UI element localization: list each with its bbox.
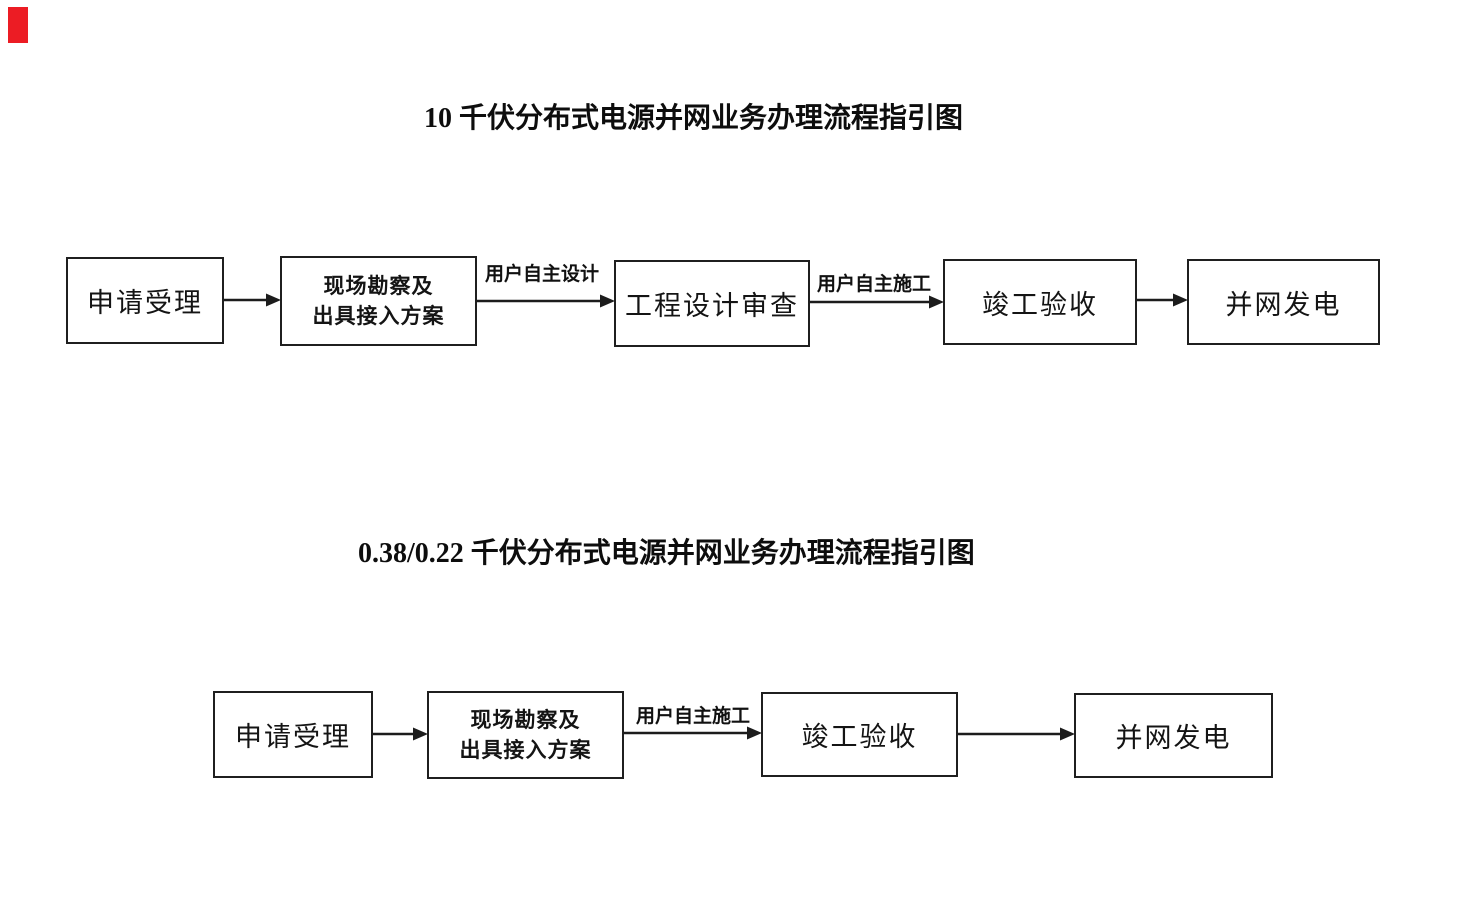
d1-arrow-survey-to-design-review [477, 294, 615, 308]
d2-node-site-survey-access-plan: 现场勘察及 出具接入方案 [427, 691, 624, 779]
d1-node-grid-connected-generation: 并网发电 [1187, 259, 1380, 345]
d1-arrow-completion-to-generation [1137, 293, 1188, 307]
d1-node-completion-acceptance: 竣工验收 [943, 259, 1137, 345]
d2-arrow-completion-to-generation [958, 727, 1075, 741]
d1-node-grid-connected-generation-label: 并网发电 [1225, 289, 1342, 320]
d2-node-site-survey-access-plan-label: 现场勘察及 出具接入方案 [459, 707, 592, 762]
d1-node-site-survey-access-plan-label: 现场勘察及 出具接入方案 [312, 273, 445, 328]
d1-node-application-acceptance-label: 申请受理 [87, 288, 203, 318]
d2-node-grid-connected-generation: 并网发电 [1074, 693, 1273, 778]
d2-node-application-acceptance-label: 申请受理 [235, 722, 351, 752]
d1-edge-label-user-self-design: 用户自主设计 [485, 263, 600, 285]
d2-edge-label-user-self-construction: 用户自主施工 [636, 705, 751, 727]
d1-node-engineering-design-review: 工程设计审查 [614, 260, 810, 347]
d2-arrow-acceptance-to-survey [373, 727, 428, 741]
d1-node-completion-acceptance-label: 竣工验收 [982, 289, 1098, 320]
d2-node-completion-acceptance: 竣工验收 [761, 692, 958, 777]
d1-node-site-survey-access-plan: 现场勘察及 出具接入方案 [280, 256, 477, 346]
d1-edge-label-user-self-construction: 用户自主施工 [817, 273, 932, 295]
d1-node-application-acceptance: 申请受理 [66, 257, 224, 344]
d2-arrow-survey-to-completion [624, 726, 762, 740]
diagram1-title: 10 千伏分布式电源并网业务办理流程指引图 [424, 103, 964, 134]
corner-red-mark [8, 7, 28, 43]
d1-arrow-acceptance-to-survey [224, 293, 281, 307]
d1-arrow-design-review-to-completion [810, 295, 944, 309]
diagram2-title: 0.38/0.22 千伏分布式电源并网业务办理流程指引图 [358, 538, 975, 569]
d2-node-grid-connected-generation-label: 并网发电 [1115, 723, 1232, 753]
d1-node-engineering-design-review-label: 工程设计审查 [625, 291, 799, 321]
d2-node-application-acceptance: 申请受理 [213, 691, 373, 778]
d2-node-completion-acceptance-label: 竣工验收 [801, 722, 918, 752]
